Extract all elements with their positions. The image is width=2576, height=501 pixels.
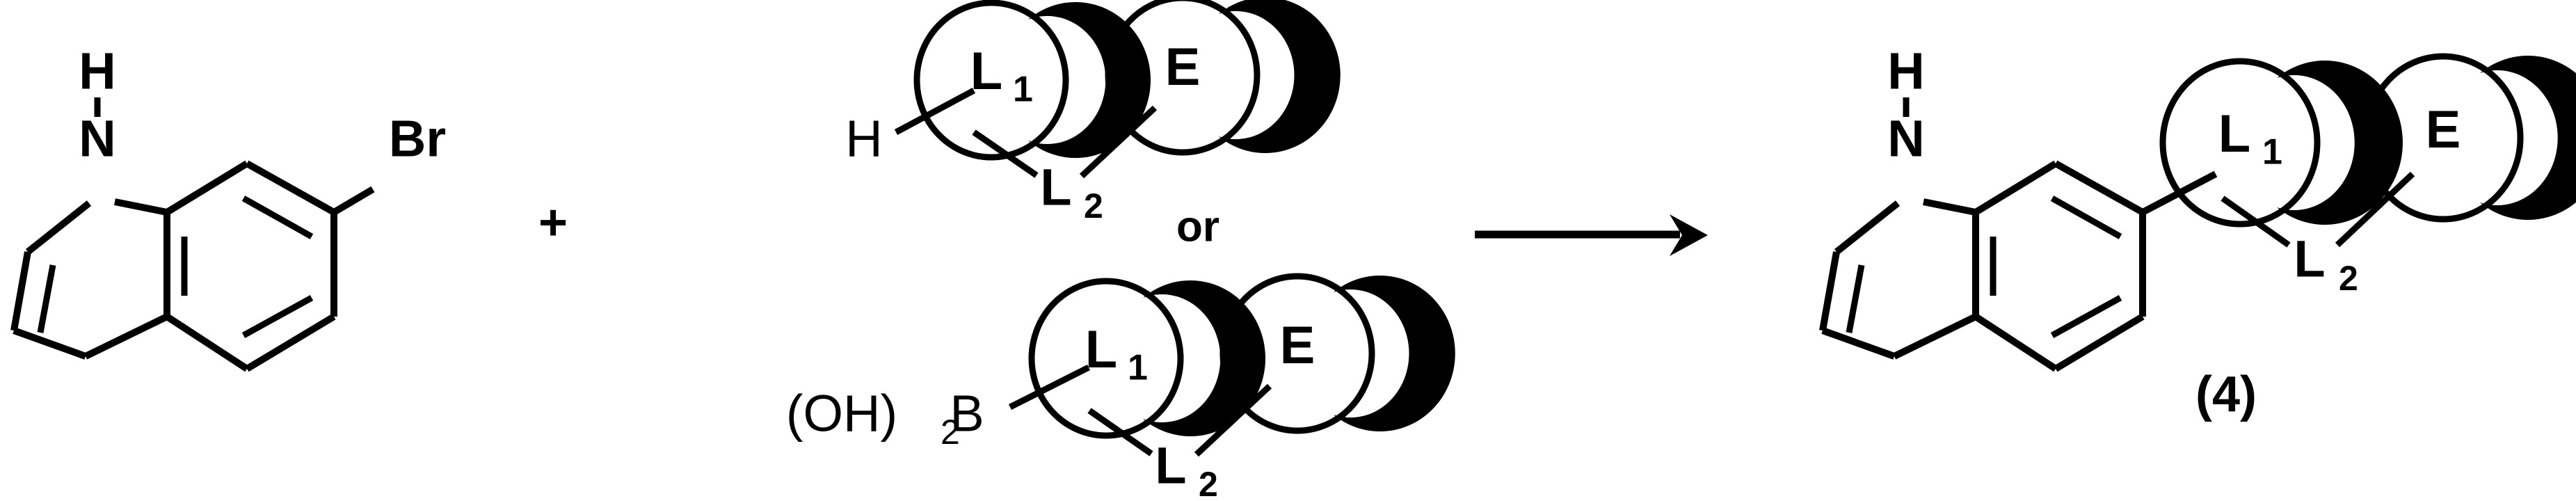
p-bond-n1-c2: [1834, 200, 1901, 255]
reagent-bottom: (OH) 2 B L 1 L 2 E: [786, 273, 1455, 501]
bond-c2-c3-inner: [37, 264, 56, 333]
ring-l1-subscript: 1: [1013, 70, 1033, 110]
p-bond-l1-to-l2: [2221, 196, 2291, 248]
arrow-head: [1670, 214, 1708, 256]
bond-c4-c3a: [165, 313, 249, 372]
reagent-top-ring-e: E: [1105, 0, 1341, 156]
p-ring-e-outline: [2362, 53, 2524, 223]
ring-e-outline: [1105, 0, 1261, 156]
ring-e-label-b: E: [1280, 316, 1315, 375]
ring-e-shade-b: [1334, 276, 1455, 432]
reagent-top-linker-label: L: [1040, 159, 1071, 216]
p-bond-c2-c3-inner: [1846, 264, 1865, 333]
reagent-bottom-ring-l1: L 1: [1028, 278, 1266, 439]
reagent-top: H L 1 L 2 E: [845, 0, 1341, 225]
ring-l1-label: L: [970, 42, 1002, 101]
ring-e-outline-b: [1219, 273, 1375, 434]
product-n-label: N: [1887, 110, 1924, 168]
ring-l1-subscript-b: 1: [1128, 348, 1148, 388]
ring-l1-outline: [913, 0, 1069, 161]
reagent-top-ring-l1: L 1: [913, 0, 1151, 161]
p-bond-c7a-c7: [1974, 160, 2058, 216]
p-bond-c3a-c7a: [1892, 313, 1978, 360]
reagent-bottom-boron-label: B: [950, 385, 984, 443]
ring-e-label: E: [1165, 38, 1201, 97]
bond-h-to-l1: [894, 88, 976, 135]
p-ring-l1-outline: [2159, 58, 2321, 228]
reagent-bottom-linker-subscript: 2: [1199, 465, 1218, 501]
reagent-bottom-leaving-label: (OH): [786, 385, 897, 443]
reactant-bromoindole: H N Br: [10, 42, 446, 372]
reagent-bottom-linker-label: L: [1155, 437, 1186, 495]
p-bond-benzene-inner-2: [2050, 196, 2122, 239]
p-bond-l2-to-e: [2335, 171, 2415, 248]
bond-benzene-inner-3: [241, 295, 314, 338]
bond-c6-br: [332, 186, 375, 216]
p-bond-c4-c3a: [1974, 313, 2058, 372]
p-ring-l1-label: L: [2218, 104, 2250, 164]
p-bond-c7a-n1: [1923, 198, 1976, 216]
bond-c7a-n1: [114, 198, 168, 216]
product-indole: H N L 1 L 2 E: [1819, 42, 2576, 422]
product-compound-number: (4): [2195, 367, 2257, 422]
reagent-bottom-ring-e: E: [1219, 273, 1455, 434]
bond-l1-to-l2: [972, 129, 1039, 178]
bond-c2-c3: [10, 251, 31, 331]
p-bond-c5-c4: [2054, 313, 2145, 372]
reagent-top-leaving-label: H: [845, 110, 882, 168]
reactant-nh-label: H: [79, 42, 115, 100]
product-linker-label: L: [2294, 230, 2325, 288]
bond-n1-c2: [25, 200, 92, 255]
reaction-arrow: [1475, 214, 1708, 256]
bond-l1-to-l2-b: [1087, 408, 1153, 456]
bond-b-to-l1: [1008, 364, 1091, 411]
product-linker-subscript: 2: [2339, 259, 2358, 298]
bond-c7-c6: [245, 160, 336, 216]
plus-operator: +: [538, 195, 568, 250]
bond-benzene-inner-2: [241, 196, 314, 239]
ring-l1-outline-b: [1028, 278, 1184, 439]
reagent-bottom-leaving-subscript: 2: [941, 413, 960, 452]
reactant-n-label: N: [79, 110, 115, 168]
product-ring-e: E: [2362, 53, 2576, 223]
p-bond-c2-c3: [1819, 251, 1840, 331]
p-ring-e-shade: [2480, 56, 2576, 220]
p-bond-c7-c6: [2054, 160, 2145, 216]
reagent-top-linker-subscript: 2: [1084, 186, 1103, 225]
or-operator: or: [1176, 202, 1219, 250]
p-bond-c3-c3a: [1821, 327, 1896, 360]
ring-e-shade: [1219, 0, 1341, 153]
product-nh-label: H: [1887, 42, 1924, 100]
bond-c3-c3a: [13, 327, 87, 360]
bond-c7a-c7: [165, 160, 249, 216]
p-ring-e-label: E: [2426, 100, 2461, 159]
ring-l1-label-b: L: [1085, 320, 1117, 379]
bond-c3a-c7a-left: [83, 313, 169, 360]
p-ring-l1-subscript: 1: [2262, 132, 2282, 173]
reactant-br-label: Br: [389, 110, 446, 168]
p-bond-benzene-inner-3: [2050, 295, 2122, 338]
bond-l2-to-e: [1079, 105, 1158, 179]
bond-c5-c4: [245, 313, 336, 372]
bond-l2-to-e-b: [1194, 383, 1272, 457]
